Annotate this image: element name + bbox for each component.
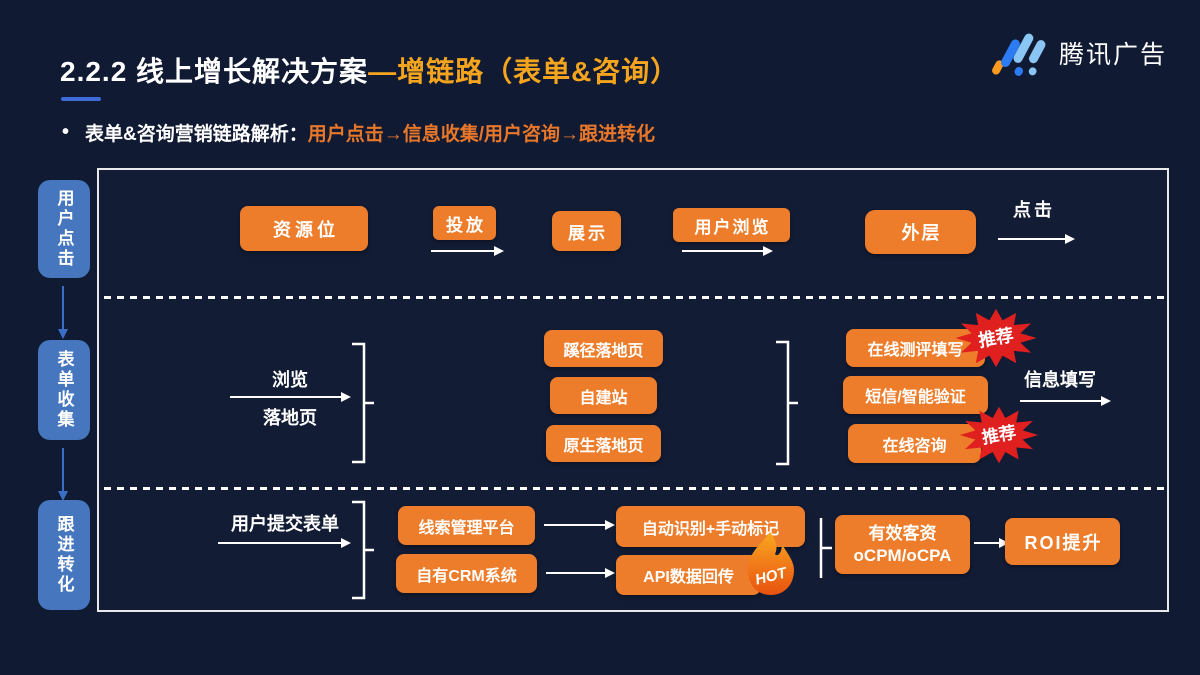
- flow-arrow-browse: [682, 246, 773, 256]
- node-outer-layer: 外层: [865, 210, 976, 254]
- node-roi-boost: ROI提升: [1005, 518, 1120, 565]
- group-bracket-methods: [776, 340, 798, 466]
- label-browse: 浏览: [272, 370, 308, 390]
- node-delivery: 投放: [433, 206, 496, 240]
- dashed-divider-1: [104, 296, 1164, 299]
- node-user-browse: 用户浏览: [673, 208, 790, 242]
- stage-arrow-2: [57, 448, 68, 501]
- node-api-callback: API数据回传: [616, 555, 761, 595]
- page-title: 2.2.2 线上增长解决方案—增链路（表单&咨询）: [60, 50, 679, 90]
- flow-arrow-crm: [546, 568, 615, 578]
- node-sms-smart-verify: 短信/智能验证: [843, 376, 988, 414]
- flow-arrow-delivery: [431, 246, 504, 256]
- subtitle-label: 表单&咨询营销链路解析：: [85, 124, 308, 145]
- bullet-icon: •: [62, 121, 70, 143]
- node-lead-platform: 线索管理平台: [398, 506, 535, 545]
- valid-leads-line2: oCPM/oCPA: [853, 545, 952, 565]
- node-resource-slot: 资源位: [240, 206, 368, 251]
- flow-arrow-landing: [230, 392, 351, 402]
- recommend-badge-2: 推荐: [959, 406, 1039, 464]
- page-title-highlight: —增链路（表单&咨询）: [368, 56, 680, 87]
- node-online-survey: 在线测评填写: [846, 329, 985, 367]
- node-native-landing: 原生落地页: [546, 425, 661, 462]
- stage-follow-convert: 跟进转化: [38, 500, 90, 610]
- flow-arrow-submit: [218, 538, 351, 548]
- valid-leads-line1: 有效客资: [868, 524, 937, 544]
- node-valid-leads-ocpm: 有效客资 oCPM/oCPA: [835, 515, 970, 574]
- node-own-crm: 自有CRM系统: [396, 554, 537, 593]
- flow-diagram-panel: [97, 168, 1169, 612]
- stage-user-click: 用户点击: [38, 180, 90, 278]
- subtitle-highlight: 用户点击→信息收集/用户咨询→跟进转化: [307, 124, 656, 145]
- flow-arrow-click: [998, 234, 1075, 244]
- recommend-badge-1: 推荐: [955, 308, 1037, 368]
- group-bracket-landing: [352, 342, 374, 464]
- node-display: 展示: [552, 211, 621, 251]
- stage-form-collect: 表单收集: [38, 340, 90, 440]
- stage-arrow-1: [57, 286, 68, 339]
- label-landing-page: 落地页: [263, 408, 317, 428]
- hot-badge: HOT: [748, 532, 794, 595]
- tencent-ads-logo: 腾讯广告: [992, 30, 1167, 76]
- logo-text: 腾讯广告: [1059, 41, 1168, 69]
- node-qijing-landing: 蹊径落地页: [544, 330, 663, 367]
- tencent-ads-logo-icon: [992, 33, 1046, 76]
- group-bar-result: [819, 518, 832, 578]
- flow-arrow-info-fill: [1020, 396, 1111, 406]
- flow-arrow-roi: [974, 538, 1009, 548]
- subtitle-bullet: • 表单&咨询营销链路解析： 用户点击→信息收集/用户咨询→跟进转化: [62, 119, 655, 146]
- node-self-built-site: 自建站: [550, 377, 657, 414]
- dashed-divider-2: [104, 487, 1164, 490]
- label-info-fill: 信息填写: [1024, 370, 1096, 390]
- label-user-submit-form: 用户提交表单: [231, 514, 339, 534]
- node-online-consult: 在线咨询: [848, 424, 981, 463]
- page-title-main: 2.2.2 线上增长解决方案: [60, 56, 369, 87]
- group-bracket-systems: [352, 500, 374, 600]
- title-underline: [61, 97, 101, 101]
- label-click: 点击: [1013, 200, 1055, 220]
- flow-arrow-lead: [544, 520, 615, 530]
